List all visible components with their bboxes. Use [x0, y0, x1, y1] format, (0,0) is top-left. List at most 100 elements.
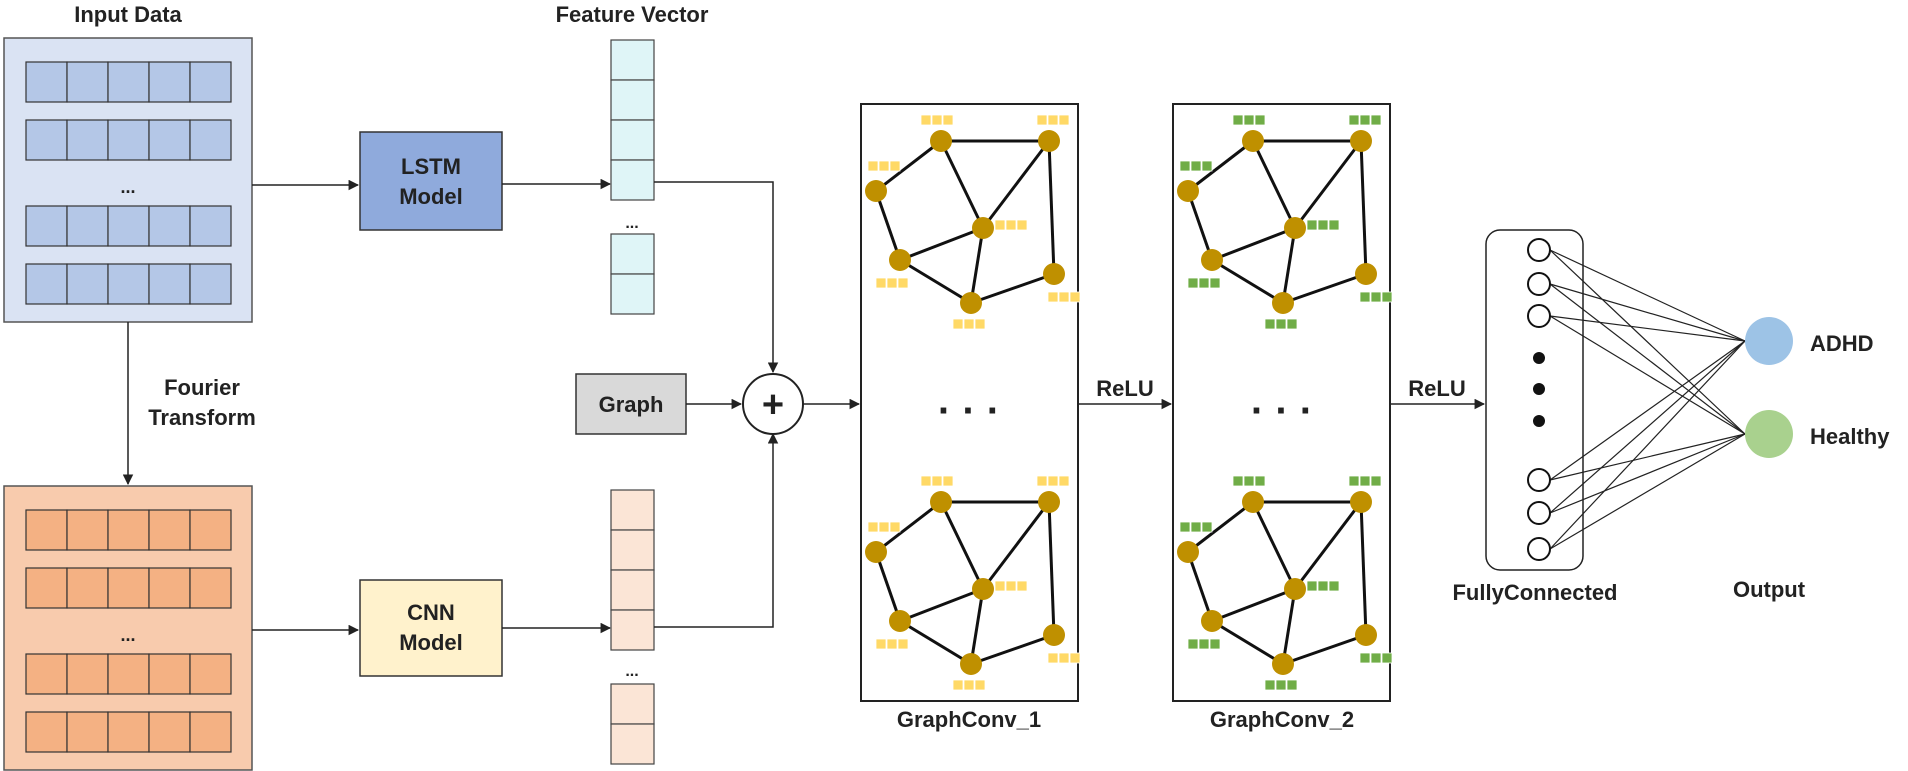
gc2-top-node: [1284, 217, 1306, 239]
fourier-cell: [25, 711, 68, 753]
gc1-top-feature: [1047, 114, 1059, 126]
gc1-bottom-feature: [952, 679, 964, 691]
fourier-cell: [25, 653, 68, 695]
gc1-bottom-network: [865, 475, 1081, 691]
fc-link: [1549, 249, 1746, 342]
cnn-model-box: [359, 579, 503, 677]
gc1-top-feature: [952, 318, 964, 330]
input-cell: [148, 61, 191, 103]
fv-bottom-cell: [610, 569, 655, 611]
input-data-title: Input Data: [74, 2, 182, 27]
fv-bottom-cell: [610, 723, 655, 765]
gc2-top-edge: [1293, 140, 1363, 229]
gc1-bottom-edge: [1047, 501, 1056, 636]
input-cell: [107, 263, 150, 305]
input-cell: [25, 263, 68, 305]
gc2-top-edge: [1186, 190, 1214, 261]
gc1-top-edge: [874, 190, 902, 261]
fourier-cell: [107, 509, 150, 551]
gc2-bottom-feature: [1370, 475, 1382, 487]
gc1-top-node: [865, 180, 887, 202]
input-cell: [107, 205, 150, 247]
gc2-top-edge: [1359, 140, 1368, 275]
graphconv-1-graphs: [865, 114, 1081, 691]
fourier-cell: [148, 653, 191, 695]
gc2-bottom-feature: [1190, 521, 1202, 533]
gc1-bottom-edge: [939, 501, 985, 590]
fourier-cell: [189, 509, 232, 551]
gc1-top-feature: [1047, 291, 1059, 303]
gc1-top-feature: [1016, 219, 1028, 231]
gc1-top-node: [1038, 130, 1060, 152]
gc1-bottom-feature: [867, 521, 879, 533]
gc1-bottom-node: [960, 653, 982, 675]
fc-link: [1549, 433, 1746, 550]
input-data-block: ...: [3, 37, 253, 323]
gc1-ellipsis: · · ·: [938, 389, 1000, 433]
gc1-top-feature: [963, 318, 975, 330]
gc1-bottom-feature: [1069, 652, 1081, 664]
gc2-top-node: [1242, 130, 1264, 152]
fv-bottom-cell: [610, 683, 655, 725]
gc2-top-node: [1272, 292, 1294, 314]
gc2-bottom-feature: [1275, 679, 1287, 691]
fully-connected-label: FullyConnected: [1452, 580, 1617, 605]
fc-dot-3: [1533, 415, 1545, 427]
gc1-bottom-feature: [920, 475, 932, 487]
gc2-bottom-feature: [1359, 475, 1371, 487]
gc2-top-feature: [1201, 160, 1213, 172]
gc1-top-feature: [931, 114, 943, 126]
fc-neuron: [1527, 468, 1551, 492]
gc1-bottom-feature: [1047, 652, 1059, 664]
gc1-bottom-node: [889, 610, 911, 632]
gc1-top-feature: [889, 160, 901, 172]
fourier-cell: [189, 711, 232, 753]
lstm-model-box: [359, 131, 503, 231]
input-cell: [25, 205, 68, 247]
adhd-label: ADHD: [1810, 331, 1874, 356]
fv-top-cell: [610, 79, 655, 121]
lstm-label-line1: LSTM: [401, 154, 461, 179]
gc2-top-feature: [1179, 160, 1191, 172]
fv-top-cell: [610, 119, 655, 161]
gc1-bottom-feature: [1036, 475, 1048, 487]
fully-connected-box: [1485, 229, 1584, 571]
gc1-top-feature: [1058, 114, 1070, 126]
gc2-top-feature: [1348, 114, 1360, 126]
input-cell: [66, 263, 109, 305]
fc-neuron: [1527, 501, 1551, 525]
fc-link: [1549, 340, 1746, 514]
input-cell: [66, 119, 109, 161]
gc1-top-edge: [899, 258, 972, 305]
gc2-top-feature: [1370, 114, 1382, 126]
input-cell: [107, 61, 150, 103]
input-cell: [189, 263, 232, 305]
gc2-bottom-node: [1201, 610, 1223, 632]
gc2-bottom-feature: [1179, 521, 1191, 533]
cnn-label-line1: CNN: [407, 600, 455, 625]
input-ellipsis: ...: [120, 177, 135, 197]
graphconv-1-label: GraphConv_1: [897, 707, 1041, 732]
gc2-bottom-edge: [1186, 551, 1214, 622]
gc2-top-feature: [1306, 219, 1318, 231]
fourier-cell: [148, 509, 191, 551]
gc2-bottom-edge: [1359, 501, 1368, 636]
fc-link: [1549, 433, 1746, 514]
gc2-top-feature: [1190, 160, 1202, 172]
fc-link: [1549, 249, 1746, 435]
fc-dot-2: [1533, 383, 1545, 395]
gc1-bottom-feature: [1047, 475, 1059, 487]
gc1-bottom-feature: [1016, 580, 1028, 592]
input-cell: [189, 205, 232, 247]
gc2-top-feature: [1187, 277, 1199, 289]
fourier-data-block: ...: [3, 485, 253, 771]
gc2-top-feature: [1359, 114, 1371, 126]
gc1-top-feature: [867, 160, 879, 172]
gc2-top-feature: [1370, 291, 1382, 303]
gc2-bottom-feature: [1254, 475, 1266, 487]
fc-link: [1549, 433, 1746, 481]
gc2-top-edge: [1251, 140, 1297, 229]
gc1-bottom-feature: [897, 638, 909, 650]
input-cell: [148, 119, 191, 161]
